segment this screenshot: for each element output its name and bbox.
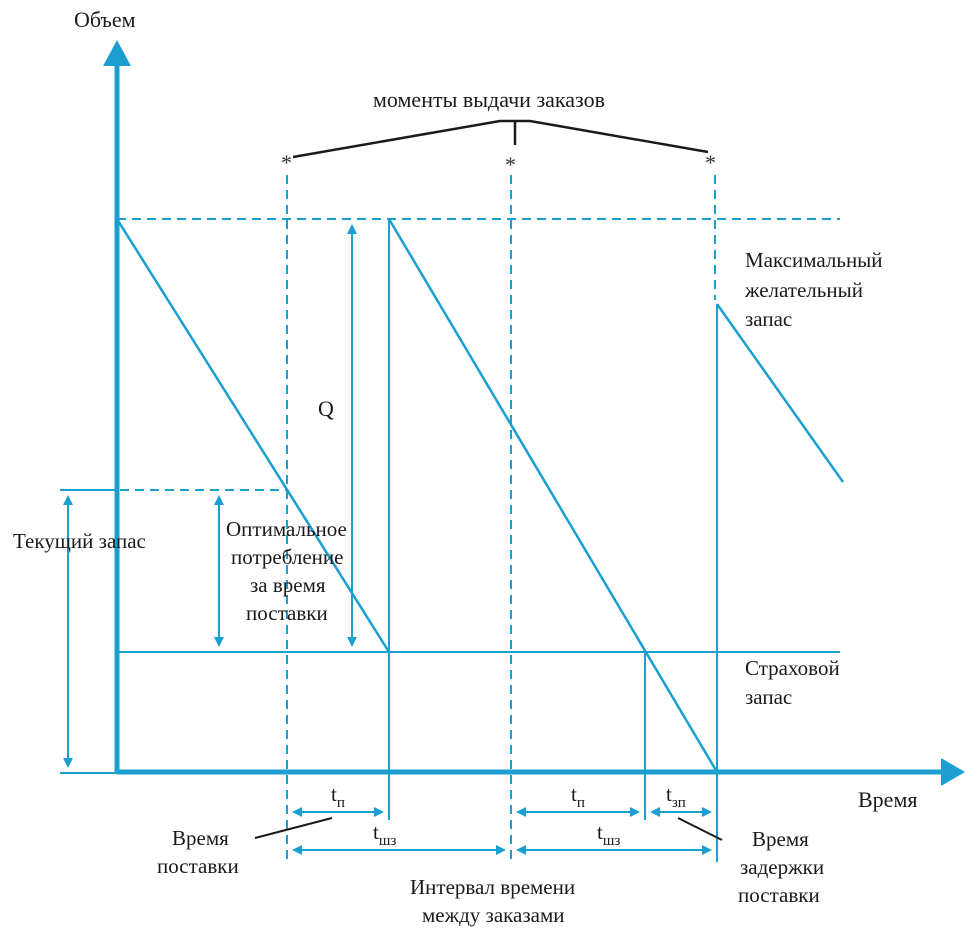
- max-stock-label-line-1: Максимальный: [745, 248, 883, 272]
- axes: [103, 40, 965, 786]
- tshz-mark-1-sub: шз: [379, 833, 397, 849]
- tshz-mark-1: tшз: [373, 820, 396, 849]
- x-axis-label: Время: [858, 787, 917, 812]
- delivery-delay-leader: [677, 817, 723, 841]
- optimal-consumption-line-2: потребление: [231, 545, 343, 569]
- labels: Объем Время моменты выдачи заказов Макси…: [13, 7, 917, 927]
- safety-stock-label-line-1: Страховой: [745, 656, 840, 680]
- order-marker-1: *: [281, 150, 292, 175]
- tzp-mark-main: t: [666, 782, 672, 806]
- delivery-delay-label-line-2: задержки: [740, 855, 824, 879]
- max-stock-label-line-2: желательный: [744, 278, 863, 302]
- y-axis-arrowhead: [103, 40, 131, 66]
- tshz-mark-1-main: t: [373, 820, 379, 844]
- tp-mark-2-main: t: [571, 782, 577, 806]
- tp-mark-2: tп: [571, 782, 585, 811]
- delivery-time-label-line-1: Время: [172, 826, 229, 850]
- tp-mark-2-sub: п: [577, 795, 585, 811]
- stock-lines: [60, 219, 840, 862]
- delivery-delay-label-line-3: поставки: [738, 883, 820, 907]
- order-moments-label: моменты выдачи заказов: [373, 87, 605, 112]
- tp-mark-1: tп: [331, 782, 345, 811]
- delivery-time-leader: [254, 817, 333, 839]
- optimal-consumption-line-3: за время: [250, 573, 326, 597]
- delivery-delay-label-line-1: Время: [752, 827, 809, 851]
- tzp-mark: tзп: [666, 782, 686, 811]
- depletion-segment-1: [115, 218, 391, 653]
- tzp-mark-sub: зп: [672, 795, 686, 811]
- leaders: [254, 119, 723, 841]
- delivery-time-label-line-2: поставки: [157, 854, 239, 878]
- q-label: Q: [318, 396, 334, 421]
- tshz-mark-2-sub: шз: [603, 833, 621, 849]
- optimal-consumption-line-4: поставки: [246, 601, 328, 625]
- tshz-mark-2: tшз: [597, 820, 620, 849]
- order-marker-3: *: [705, 150, 716, 175]
- tshz-mark-2-main: t: [597, 820, 603, 844]
- depletion-segment-3: [715, 303, 845, 483]
- current-stock-label: Текущий запас: [13, 529, 146, 553]
- order-moments-brace: [292, 119, 709, 159]
- depletion-segment-2: [387, 218, 719, 773]
- optimal-consumption-line-1: Оптимальное: [226, 517, 347, 541]
- order-marker-2: *: [505, 152, 516, 177]
- order-interval-label-line-2: между заказами: [422, 903, 565, 927]
- order-markers: * * *: [281, 150, 716, 177]
- tp-mark-1-main: t: [331, 782, 337, 806]
- time-marks: tп tшз tп tшз tзп: [331, 782, 686, 849]
- tp-mark-1-sub: п: [337, 795, 345, 811]
- x-axis-arrowhead: [941, 758, 965, 786]
- order-interval-label-line-1: Интервал времени: [410, 875, 575, 899]
- dimension-arrows: [63, 224, 712, 855]
- inventory-curve: [115, 218, 845, 773]
- guides: [60, 175, 840, 862]
- y-axis-label: Объем: [74, 7, 136, 32]
- max-stock-label-line-3: запас: [745, 307, 792, 331]
- safety-stock-label-line-2: запас: [745, 685, 792, 709]
